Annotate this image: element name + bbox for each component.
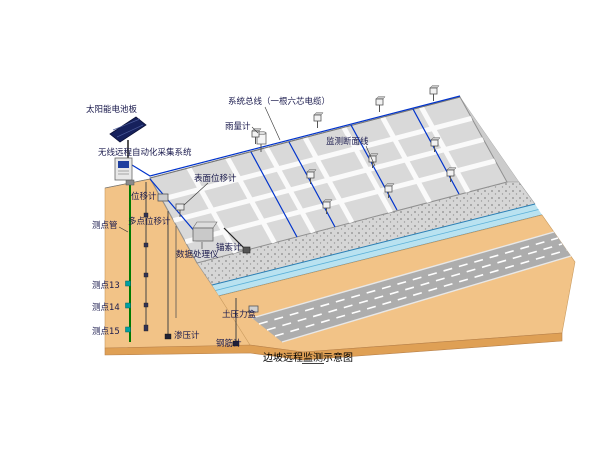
label-solar-panel: 太阳能电池板 bbox=[86, 104, 138, 115]
monitoring-station bbox=[322, 199, 333, 214]
monitoring-section-line-4 bbox=[412, 108, 460, 195]
caption-post: 示意图 bbox=[323, 351, 353, 364]
label-earth-pressure-cell: 土压力盒 bbox=[222, 309, 257, 320]
label-measuring-point-15: 测点15 bbox=[92, 327, 120, 337]
label-rebar-meter: 钢筋计 bbox=[216, 338, 242, 349]
label-data-processor: 数据处理仪 bbox=[176, 249, 219, 260]
label-measuring-point-14: 测点14 bbox=[92, 303, 120, 313]
monitoring-station bbox=[306, 169, 317, 184]
label-measuring-point-13: 测点13 bbox=[92, 281, 120, 291]
label-piezometer: 渗压计 bbox=[174, 330, 200, 341]
displacement-meter-device bbox=[157, 193, 169, 202]
monitoring-stations bbox=[251, 85, 457, 214]
channel-edge-top bbox=[211, 203, 536, 286]
caption: 边坡远程监测示意图 bbox=[263, 351, 353, 364]
feeder-cable bbox=[149, 178, 197, 234]
earth-pressure-cell-device bbox=[248, 305, 259, 313]
monitoring-station bbox=[368, 153, 379, 168]
monitoring-station bbox=[430, 137, 441, 152]
concrete-lattice-grid bbox=[161, 105, 496, 255]
slope-crest-edge bbox=[149, 96, 461, 179]
solar-panel-grid bbox=[112, 118, 144, 138]
acquisition-cabinet bbox=[114, 157, 133, 181]
monitoring-section-line-1 bbox=[250, 151, 298, 238]
rebar-meter-sensor bbox=[232, 340, 240, 347]
cabinet-screen bbox=[118, 161, 129, 168]
label-multipoint-displacement-meter: 多点位移计 bbox=[128, 216, 171, 227]
label-displacement-meter: 位移计 bbox=[131, 191, 157, 202]
monitoring-section-line-3 bbox=[350, 124, 398, 211]
label-measuring-point-tube: 测点管 bbox=[92, 220, 118, 231]
anchor-cable bbox=[223, 227, 247, 251]
label-anchor-cable-meter: 锚索计 bbox=[216, 242, 242, 253]
road-edge-top bbox=[251, 231, 555, 319]
measuring-point-markers bbox=[125, 280, 131, 333]
system-bus-cable bbox=[131, 95, 461, 177]
road bbox=[252, 232, 571, 342]
label-surface-displacement-meter: 表面位移计 bbox=[194, 173, 237, 184]
multipoint-sensors bbox=[143, 212, 149, 332]
label-monitoring-section-line: 监测断面线 bbox=[326, 136, 369, 147]
monitoring-station bbox=[251, 128, 262, 144]
piezometer-sensor bbox=[164, 333, 172, 340]
measuring-tube-cap bbox=[125, 179, 135, 186]
data-processor-box bbox=[192, 221, 218, 242]
monitoring-station bbox=[384, 183, 395, 198]
monitoring-station bbox=[446, 167, 457, 182]
terrain-front-face bbox=[104, 332, 563, 361]
label-wireless-acquisition-system: 无线远程自动化采集系统 bbox=[98, 147, 192, 158]
toe-protection-texture bbox=[197, 182, 535, 285]
monitoring-station bbox=[375, 96, 386, 112]
road-lane-markings bbox=[258, 237, 568, 337]
cable-network bbox=[131, 95, 461, 238]
label-rain-gauge: 雨量计 bbox=[225, 121, 251, 132]
monitoring-station bbox=[429, 85, 440, 101]
surface-displacement-device bbox=[175, 203, 185, 217]
anchor-cable-meter-device bbox=[242, 246, 251, 254]
label-system-bus: 系统总线（一根六芯电缆） bbox=[228, 96, 330, 107]
road-edge-bottom bbox=[281, 255, 572, 343]
channel-water-line bbox=[215, 209, 539, 291]
caption-link: 监测 bbox=[303, 351, 323, 364]
leader-lines bbox=[118, 106, 376, 314]
monitoring-station bbox=[313, 112, 324, 128]
caption-pre: 边坡远程 bbox=[263, 351, 303, 364]
monitoring-section-line-2 bbox=[288, 141, 336, 228]
